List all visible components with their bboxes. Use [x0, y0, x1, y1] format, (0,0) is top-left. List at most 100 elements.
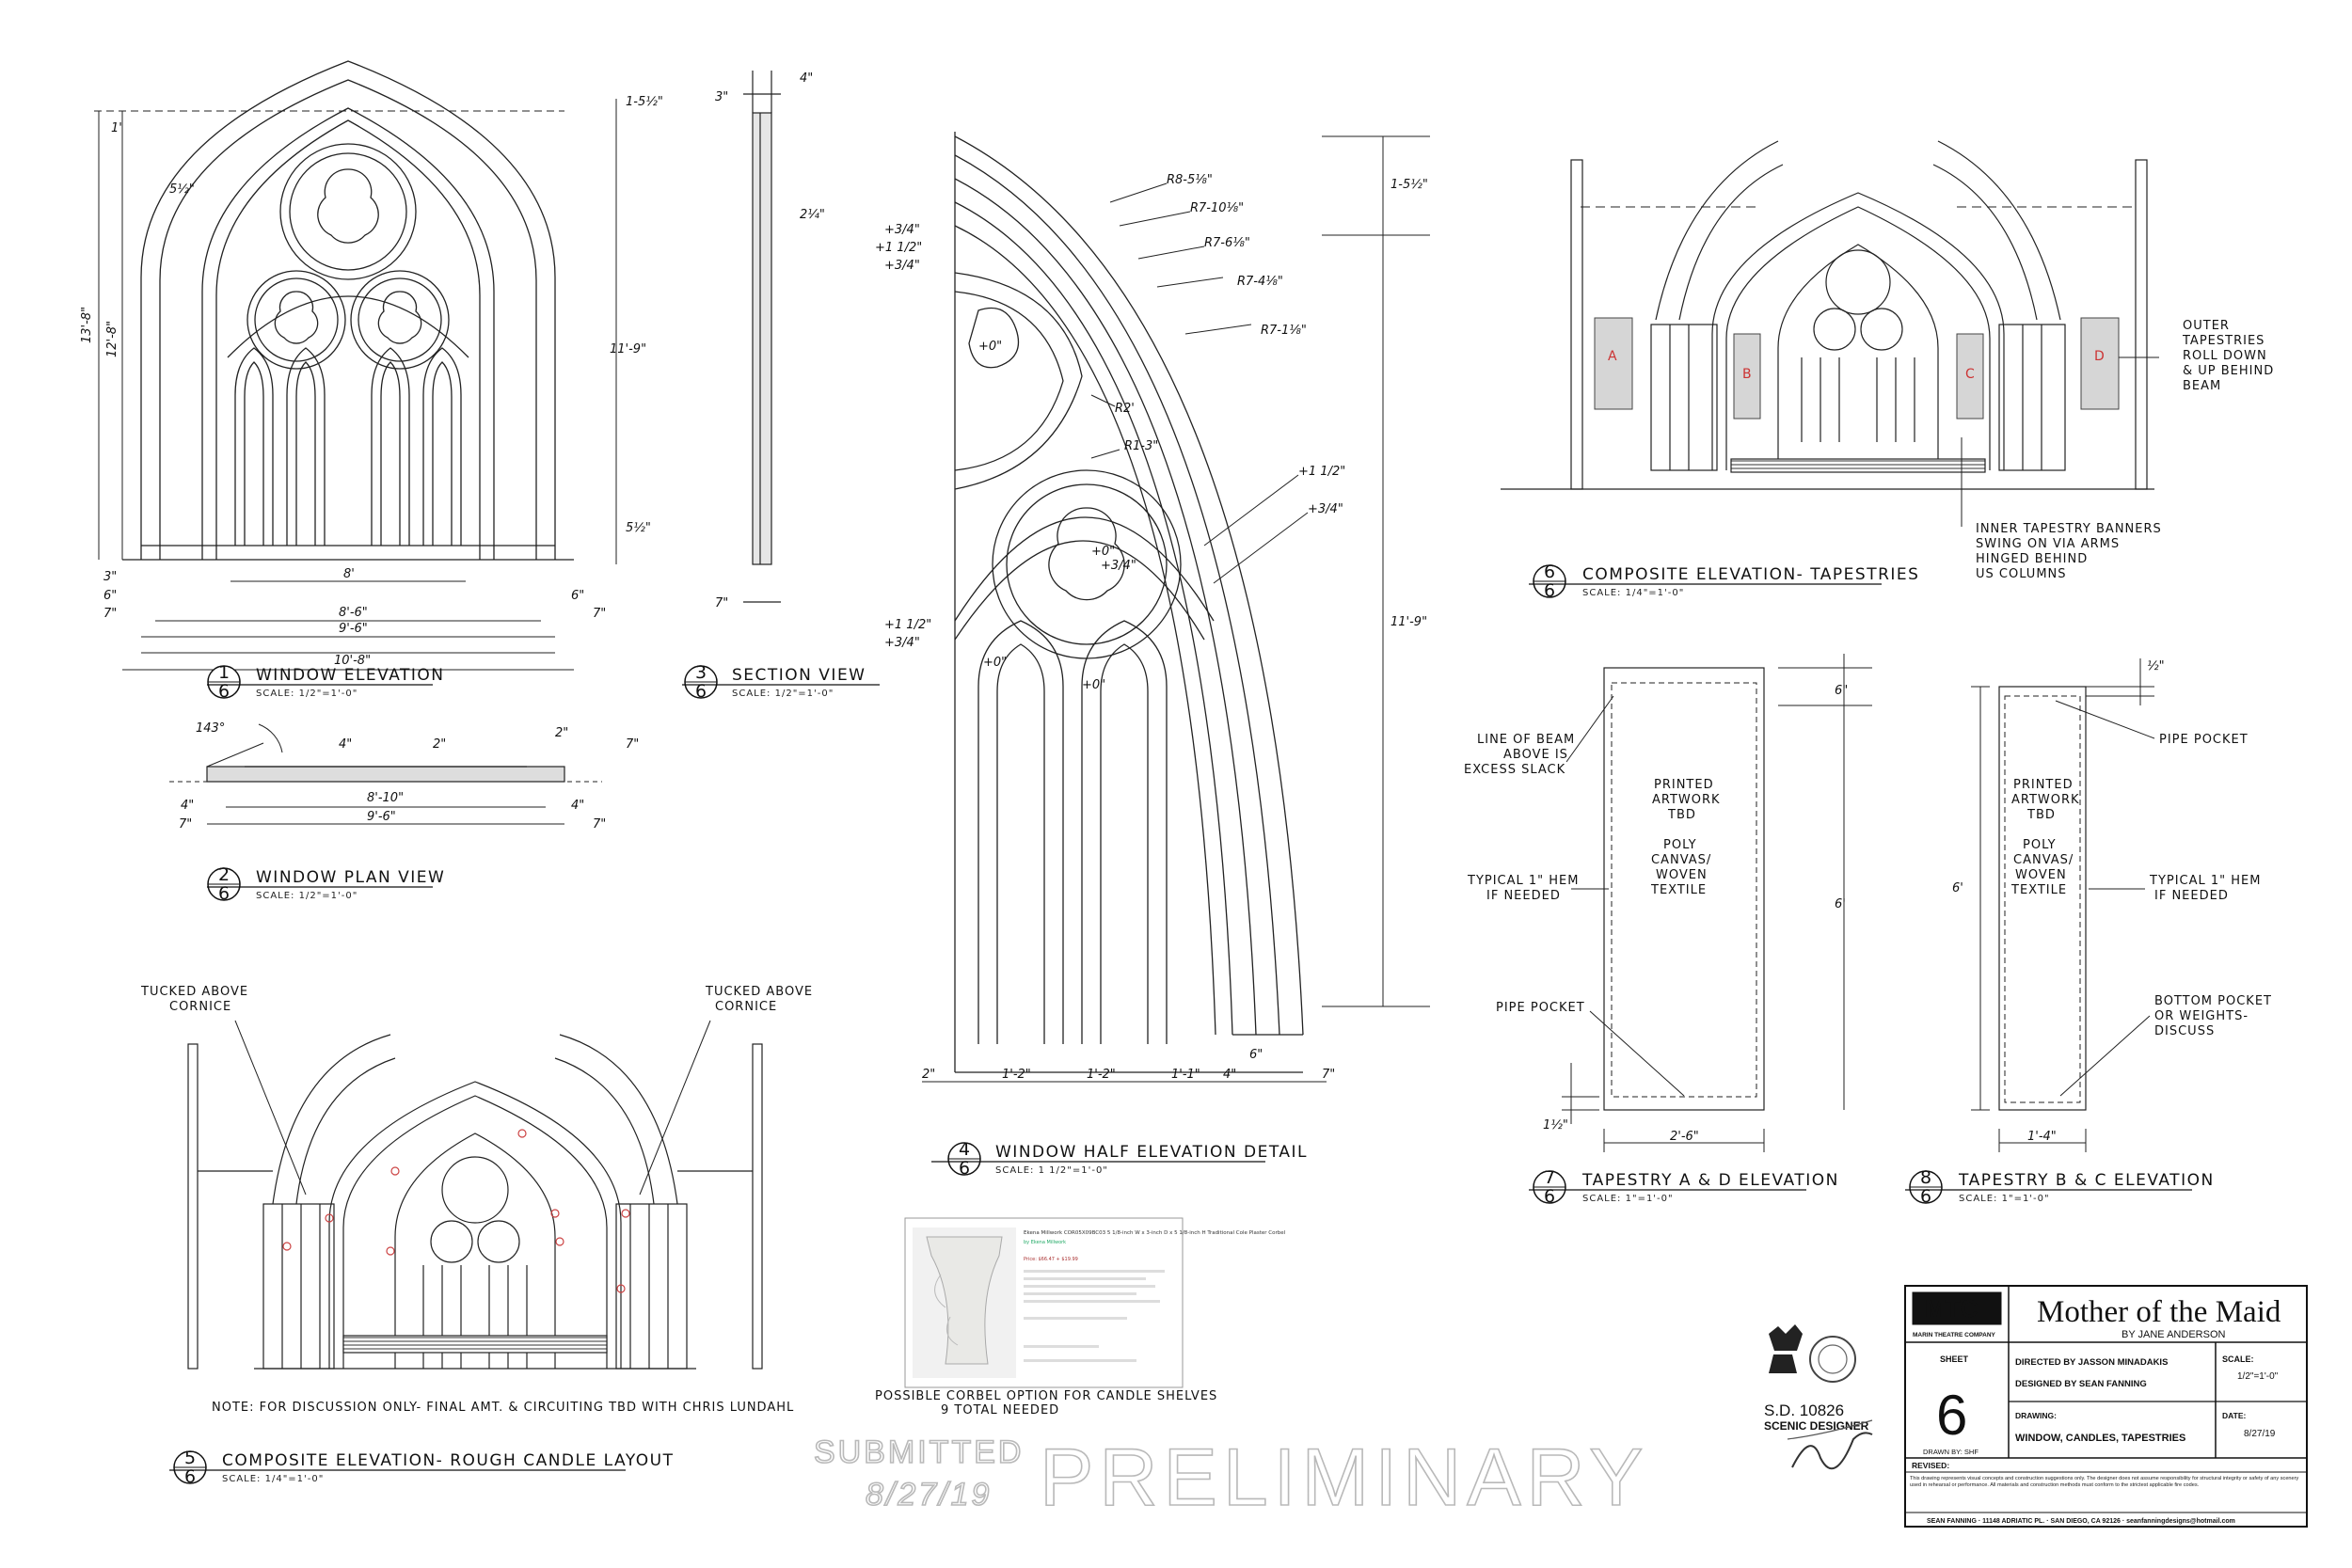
svg-text:TAPESTRIES: TAPESTRIES: [2182, 334, 2265, 348]
svg-text:8: 8: [1920, 1167, 1931, 1188]
svg-text:Ekena Millwork COR05X09BC03 5: Ekena Millwork COR05X09BC03 5 1/8-inch W…: [1024, 1230, 1286, 1236]
svg-text:4": 4": [181, 799, 194, 813]
preliminary-stamp: SUBMITTED 8/27/19 PRELIMINARY: [813, 1432, 1644, 1524]
svg-text:A: A: [1608, 349, 1617, 364]
svg-text:LINE OF BEAM: LINE OF BEAM: [1477, 733, 1575, 747]
title-block: [1904, 1285, 2308, 1528]
tapestry-bc-text: PRINTED ARTWORK TBD POLY CANVAS/ WOVEN T…: [1952, 659, 2271, 1144]
svg-text:DRAWING:: DRAWING:: [2015, 1411, 2057, 1420]
window-elevation-view: [94, 60, 617, 671]
svg-text:IF NEEDED: IF NEEDED: [1486, 889, 1561, 903]
svg-text:2": 2": [433, 737, 446, 752]
svg-text:+3/4": +3/4": [884, 636, 920, 650]
tapestry-notes: OUTER TAPESTRIES ROLL DOWN & UP BEHIND B…: [1976, 319, 2274, 581]
svg-text:3": 3": [103, 570, 117, 584]
svg-text:PIPE POCKET: PIPE POCKET: [1496, 1001, 1585, 1015]
svg-text:HINGED BEHIND: HINGED BEHIND: [1976, 552, 2088, 566]
svg-text:6": 6": [1249, 1048, 1263, 1062]
svg-text:TUCKED ABOVE: TUCKED ABOVE: [140, 985, 248, 999]
window-plan-view: [169, 723, 602, 825]
svg-text:1'-4": 1'-4": [2027, 1130, 2057, 1144]
svg-text:2: 2: [218, 864, 230, 885]
svg-text:SWING ON VIA ARMS: SWING ON VIA ARMS: [1976, 537, 2120, 551]
svg-text:SCALE: 1/4"=1'-0": SCALE: 1/4"=1'-0": [222, 1474, 324, 1484]
svg-text:BY JANE ANDERSON: BY JANE ANDERSON: [2122, 1329, 2225, 1340]
svg-text:11'-9": 11'-9": [1391, 615, 1427, 629]
svg-text:7": 7": [593, 607, 606, 621]
svg-text:½": ½": [2147, 659, 2165, 673]
svg-text:12'-8": 12'-8": [105, 321, 119, 357]
svg-text:9'-6": 9'-6": [339, 622, 368, 636]
svg-text:ARTWORK: ARTWORK: [1652, 793, 1721, 807]
svg-text:4: 4: [959, 1139, 970, 1160]
svg-text:TBD: TBD: [2026, 808, 2056, 822]
svg-text:1'-1": 1'-1": [1171, 1068, 1200, 1082]
view-label-2: 2 6 WINDOW PLAN VIEW SCALE: 1/2"=1'-0": [207, 864, 445, 904]
svg-text:6: 6: [1544, 580, 1555, 601]
svg-text:SECTION VIEW: SECTION VIEW: [732, 666, 866, 685]
svg-text:WINDOW HALF ELEVATION DETAIL: WINDOW HALF ELEVATION DETAIL: [995, 1143, 1308, 1162]
candle-notes: TUCKED ABOVE CORNICE TUCKED ABOVE CORNIC…: [140, 985, 812, 1415]
svg-text:C: C: [1965, 367, 1975, 382]
svg-text:7": 7": [626, 737, 639, 752]
svg-text:+1 1/2": +1 1/2": [1298, 465, 1345, 479]
svg-text:TYPICAL 1" HEM: TYPICAL 1" HEM: [1467, 874, 1580, 888]
tapestry-panels: A B C D: [1594, 317, 2159, 420]
svg-text:by Ekena Millwork: by Ekena Millwork: [1024, 1240, 1066, 1245]
svg-text:DATE:: DATE:: [2222, 1411, 2247, 1420]
svg-text:DISCUSS: DISCUSS: [2154, 1024, 2215, 1038]
svg-text:SCALE: 1/4"=1'-0": SCALE: 1/4"=1'-0": [1582, 588, 1684, 598]
svg-text:S.D. 10826: S.D. 10826: [1764, 1402, 1844, 1419]
svg-text:SCALE: 1/2"=1'-0": SCALE: 1/2"=1'-0": [256, 891, 358, 901]
svg-text:TEXTILE: TEXTILE: [1650, 883, 1707, 897]
svg-text:SHEET: SHEET: [1940, 1354, 1969, 1364]
svg-text:MARIN THEATRE COMPANY: MARIN THEATRE COMPANY: [1913, 1332, 1996, 1338]
svg-text:6': 6': [1952, 881, 1963, 895]
svg-text:2": 2": [555, 726, 568, 740]
svg-text:6: 6: [959, 1158, 970, 1179]
section-dims: 3" 4" 2¼" 7": [715, 71, 825, 610]
svg-text:R7-6⅛": R7-6⅛": [1204, 236, 1250, 250]
svg-text:4": 4": [1223, 1068, 1236, 1082]
svg-text:TEXTILE: TEXTILE: [2010, 883, 2067, 897]
svg-text:2'-6": 2'-6": [1670, 1130, 1699, 1144]
svg-text:143°: 143°: [196, 721, 225, 736]
svg-text:SCALE:: SCALE:: [2222, 1354, 2254, 1364]
composite-candle-view: [187, 1020, 763, 1370]
svg-text:6: 6: [695, 681, 707, 702]
svg-text:2": 2": [922, 1068, 935, 1082]
svg-text:IF NEEDED: IF NEEDED: [2154, 889, 2229, 903]
view-label-6: 6 6 COMPOSITE ELEVATION- TAPESTRIES SCAL…: [1529, 562, 1918, 601]
svg-text:WINDOW PLAN VIEW: WINDOW PLAN VIEW: [256, 868, 445, 887]
svg-text:& UP BEHIND: & UP BEHIND: [2183, 364, 2274, 378]
svg-text:ABOVE IS: ABOVE IS: [1503, 748, 1568, 762]
svg-text:COMPOSITE ELEVATION- ROUGH CAN: COMPOSITE ELEVATION- ROUGH CANDLE LAYOUT: [222, 1451, 674, 1470]
svg-text:7": 7": [715, 596, 728, 610]
svg-text:SCALE: 1/2"=1'-0": SCALE: 1/2"=1'-0": [256, 689, 358, 699]
svg-text:OR WEIGHTS-: OR WEIGHTS-: [2154, 1009, 2249, 1023]
svg-text:US COLUMNS: US COLUMNS: [1976, 567, 2067, 581]
svg-text:8'-10": 8'-10": [367, 791, 404, 805]
svg-text:11'-9": 11'-9": [610, 342, 646, 356]
svg-text:SEAN FANNING · 11148 ADRIATIC: SEAN FANNING · 11148 ADRIATIC PL. · SAN …: [1927, 1518, 2235, 1525]
svg-text:4": 4": [339, 737, 352, 752]
svg-text:WOVEN: WOVEN: [2015, 868, 2067, 882]
svg-text:6": 6": [103, 589, 117, 603]
svg-text:4": 4": [800, 71, 813, 86]
svg-text:2¼": 2¼": [800, 208, 825, 222]
svg-text:PRINTED: PRINTED: [1654, 778, 1714, 792]
svg-text:7": 7": [103, 607, 117, 621]
svg-text:R8-5⅛": R8-5⅛": [1167, 173, 1213, 187]
svg-text:+0": +0": [983, 656, 1007, 670]
svg-text:+0": +0": [1091, 545, 1115, 559]
svg-text:6: 6: [218, 681, 230, 702]
svg-text:PIPE POCKET: PIPE POCKET: [2159, 733, 2249, 747]
svg-text:13'-8": 13'-8": [80, 307, 94, 343]
svg-text:OUTER: OUTER: [2183, 319, 2230, 333]
view-label-8: 8 6 TAPESTRY B & C ELEVATION SCALE: 1"=1…: [1905, 1167, 2213, 1207]
svg-text:8': 8': [343, 567, 355, 581]
svg-text:BEAM: BEAM: [2183, 379, 2221, 393]
svg-text:SCALE: 1"=1'-0": SCALE: 1"=1'-0": [1582, 1194, 1674, 1204]
svg-text:6": 6": [571, 589, 584, 603]
